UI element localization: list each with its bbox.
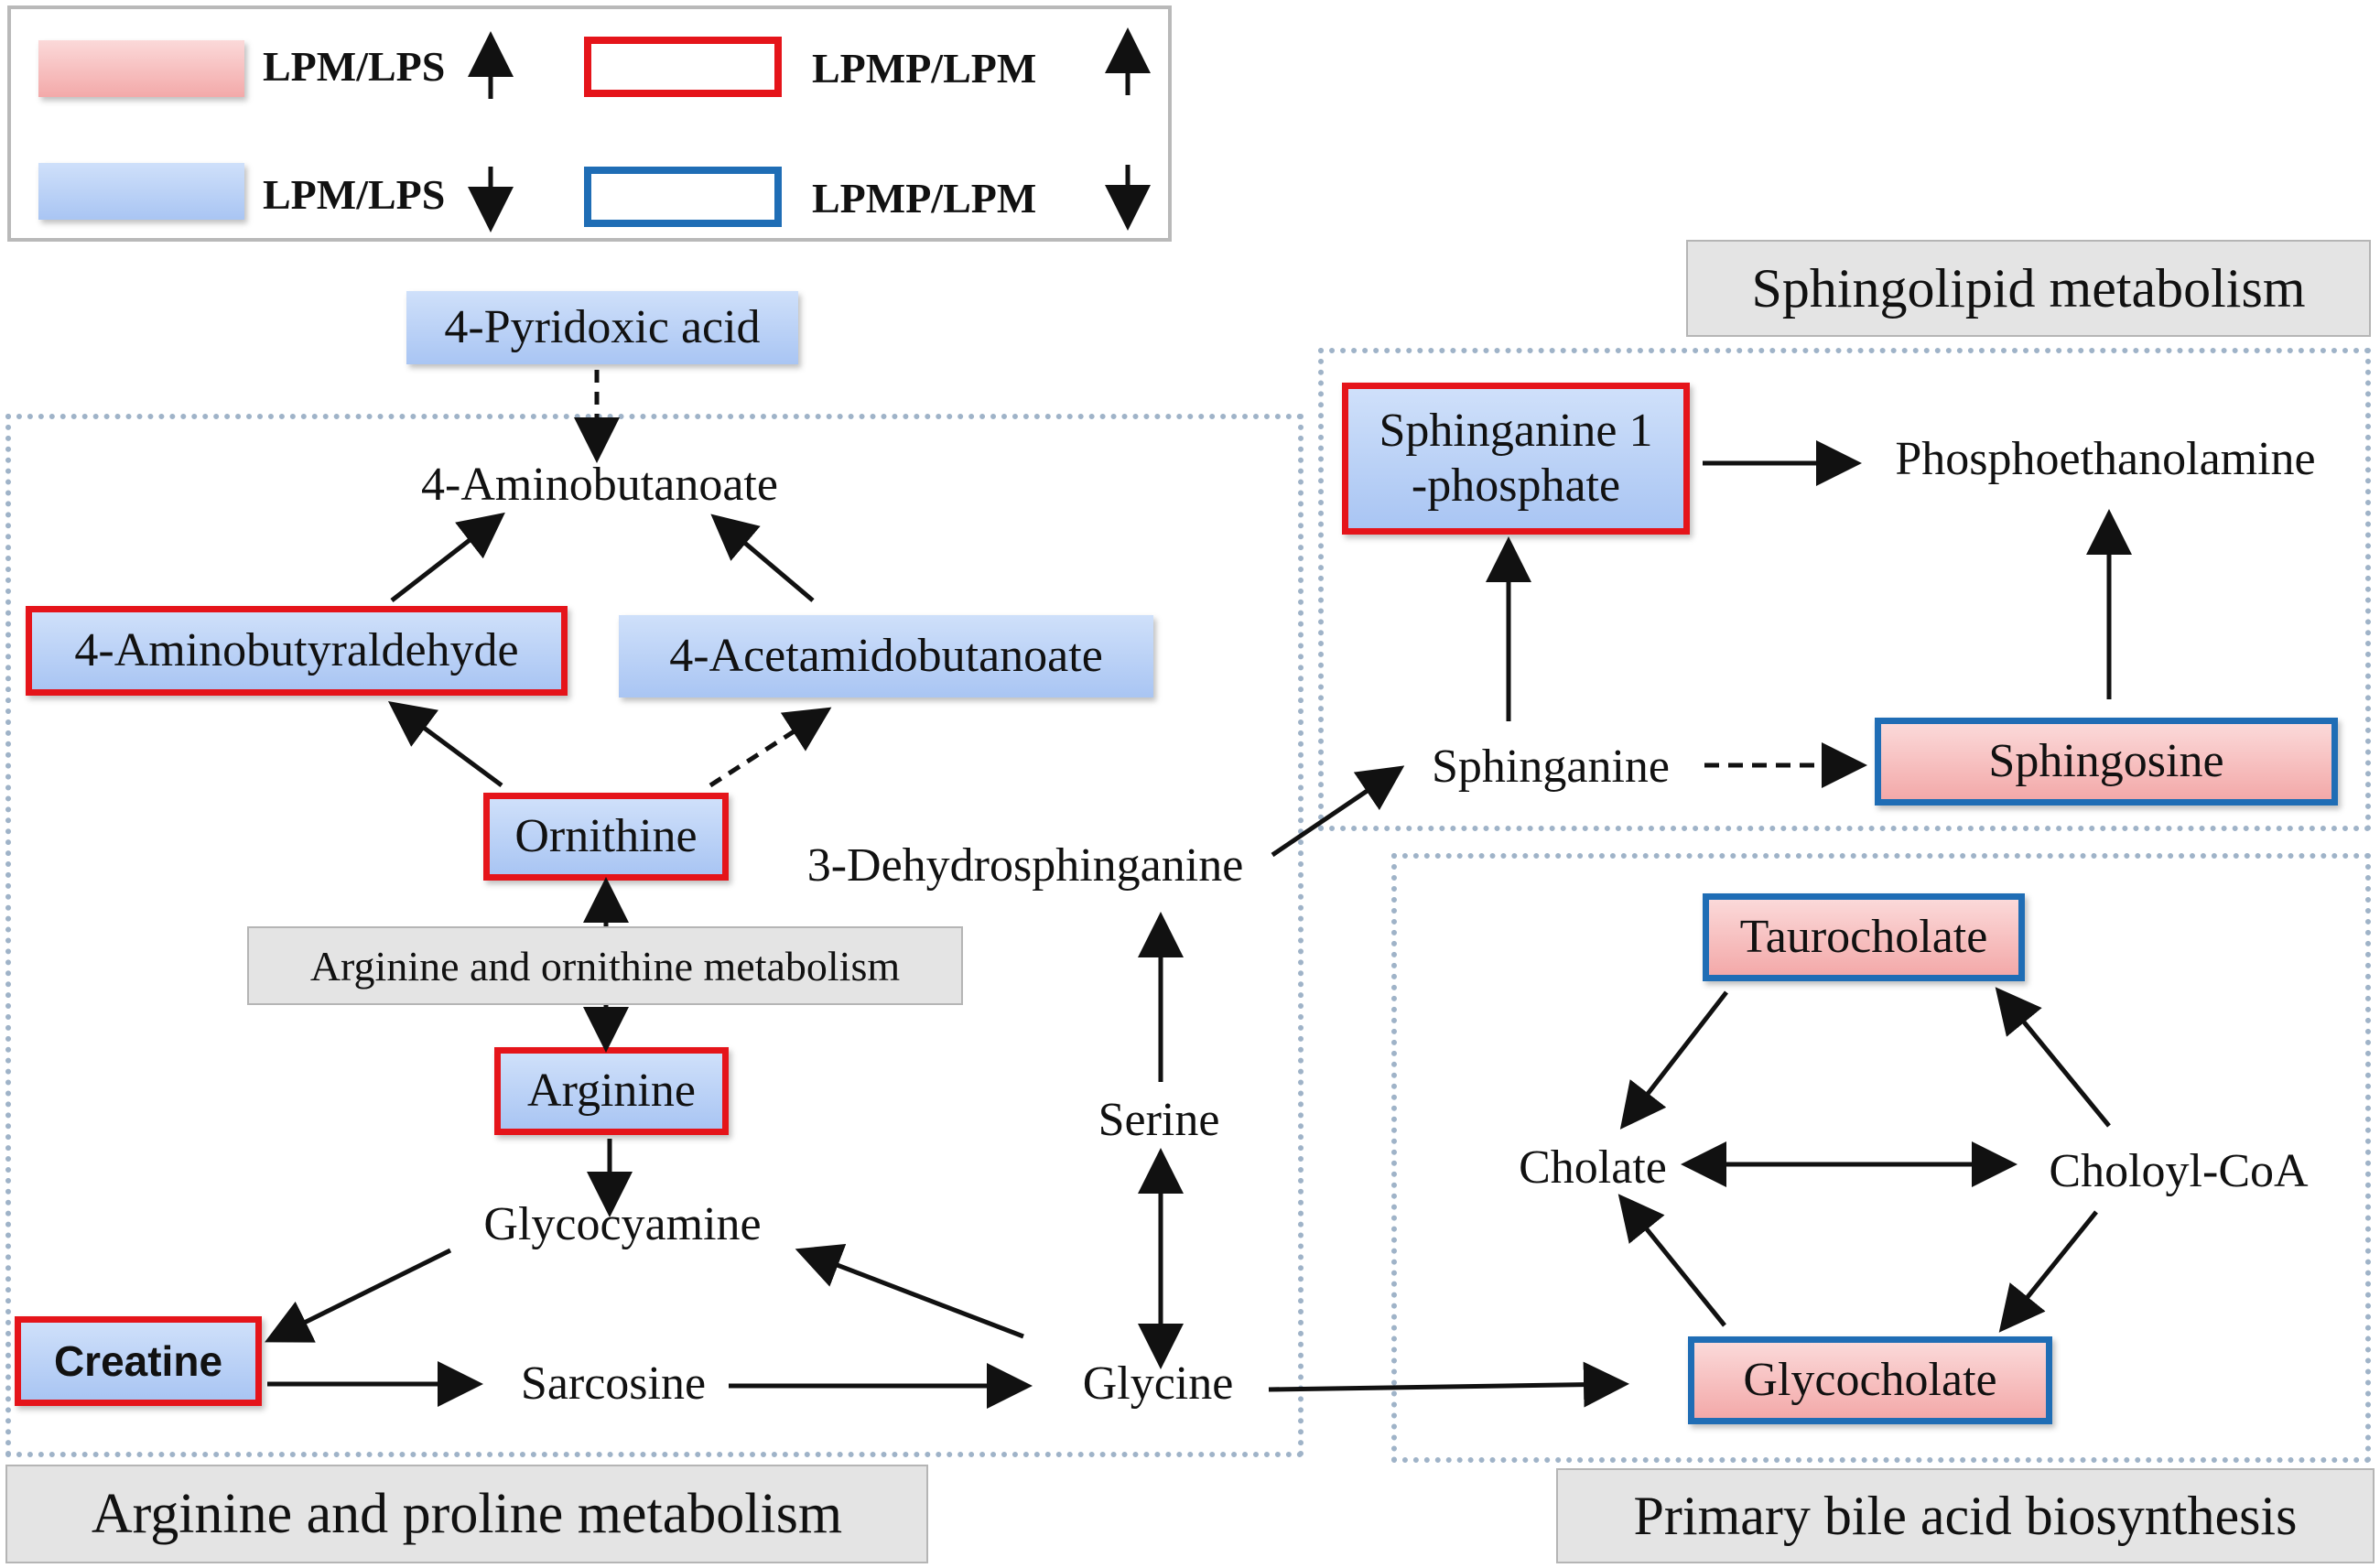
node-4-pyridoxic-acid: 4-Pyridoxic acid (406, 291, 798, 364)
region-arginine-proline (5, 414, 1304, 1457)
node-sphinganine-1-phosphate-line2: -phosphate (1411, 460, 1621, 512)
node-choloyl-coa: Choloyl-CoA (2049, 1145, 2309, 1198)
label-arginine-proline-metabolism: Arginine and proline metabolism (5, 1465, 928, 1563)
node-4-aminobutanoate: 4-Aminobutanoate (421, 459, 778, 512)
arrow-ornithine-to-acetamidobutanoate (709, 707, 832, 788)
legend-swatch-border-up (584, 37, 782, 97)
label-arginine-ornithine-metabolism: Arginine and ornithine metabolism (247, 926, 963, 1005)
arrow-aminobutyraldehyde-to-aminobutanoate (390, 512, 505, 602)
legend-label-border-down: LPMP/LPM (812, 175, 1037, 222)
node-sphinganine-1-phosphate-line1: Sphinganine 1 (1379, 405, 1653, 458)
node-sarcosine: Sarcosine (520, 1357, 707, 1411)
arrow-taurocholate-to-cholate (1619, 990, 1728, 1130)
label-primary-bile-acid-biosynthesis: Primary bile acid biosynthesis (1556, 1468, 2375, 1563)
node-sphingosine: Sphingosine (1875, 718, 2338, 806)
arrow-choloyl-coa-to-glycocholate (1998, 1210, 2098, 1333)
node-cholate: Cholate (1519, 1141, 1667, 1195)
legend-label-fill-up: LPM/LPS (263, 43, 446, 90)
legend-swatch-border-down (584, 167, 782, 227)
arrow-acetamidobutanoate-to-aminobutanoate (710, 514, 815, 602)
arrow-glycine-to-glycocyamine (795, 1243, 1024, 1339)
region-bile-acid (1391, 853, 2371, 1463)
node-sphinganine-1-phosphate: Sphinganine 1 -phosphate (1342, 383, 1690, 535)
region-sphingolipid (1318, 348, 2371, 831)
legend: LPM/LPS LPMP/LPM LPM/LPS LPMP/LPM (7, 5, 1172, 242)
arrow-ornithine-to-aminobutyraldehyde (387, 701, 503, 788)
arrow-choloyl-coa-to-taurocholate (1995, 987, 2111, 1128)
node-3-dehydrosphinganine: 3-Dehydrosphinganine (806, 839, 1244, 892)
arrow-glycine-to-glycocholate (1268, 1361, 1629, 1408)
label-sphingolipid-metabolism: Sphingolipid metabolism (1686, 240, 2371, 337)
node-taurocholate: Taurocholate (1703, 893, 2025, 981)
node-ornithine: Ornithine (483, 793, 729, 881)
node-4-acetamidobutanoate: 4-Acetamidobutanoate (619, 615, 1153, 697)
node-arginine: Arginine (494, 1047, 729, 1135)
node-phosphoethanolamine: Phosphoethanolamine (1895, 433, 2316, 486)
node-sphinganine: Sphinganine (1432, 741, 1670, 794)
legend-label-fill-down: LPM/LPS (263, 171, 446, 218)
legend-swatch-fill-up (38, 40, 244, 97)
node-4-aminobutyraldehyde: 4-Aminobutyraldehyde (26, 606, 568, 696)
node-serine: Serine (1098, 1094, 1220, 1147)
arrow-dehydrosphinganine-to-sphinganine (1271, 765, 1405, 858)
arrow-glycocholate-to-cholate (1617, 1194, 1726, 1327)
node-glycocholate: Glycocholate (1688, 1336, 2052, 1424)
arrow-glycocyamine-to-creatine (265, 1248, 452, 1343)
node-creatine: Creatine (15, 1316, 262, 1406)
legend-swatch-fill-down (38, 163, 244, 220)
legend-label-border-up: LPMP/LPM (812, 45, 1037, 92)
